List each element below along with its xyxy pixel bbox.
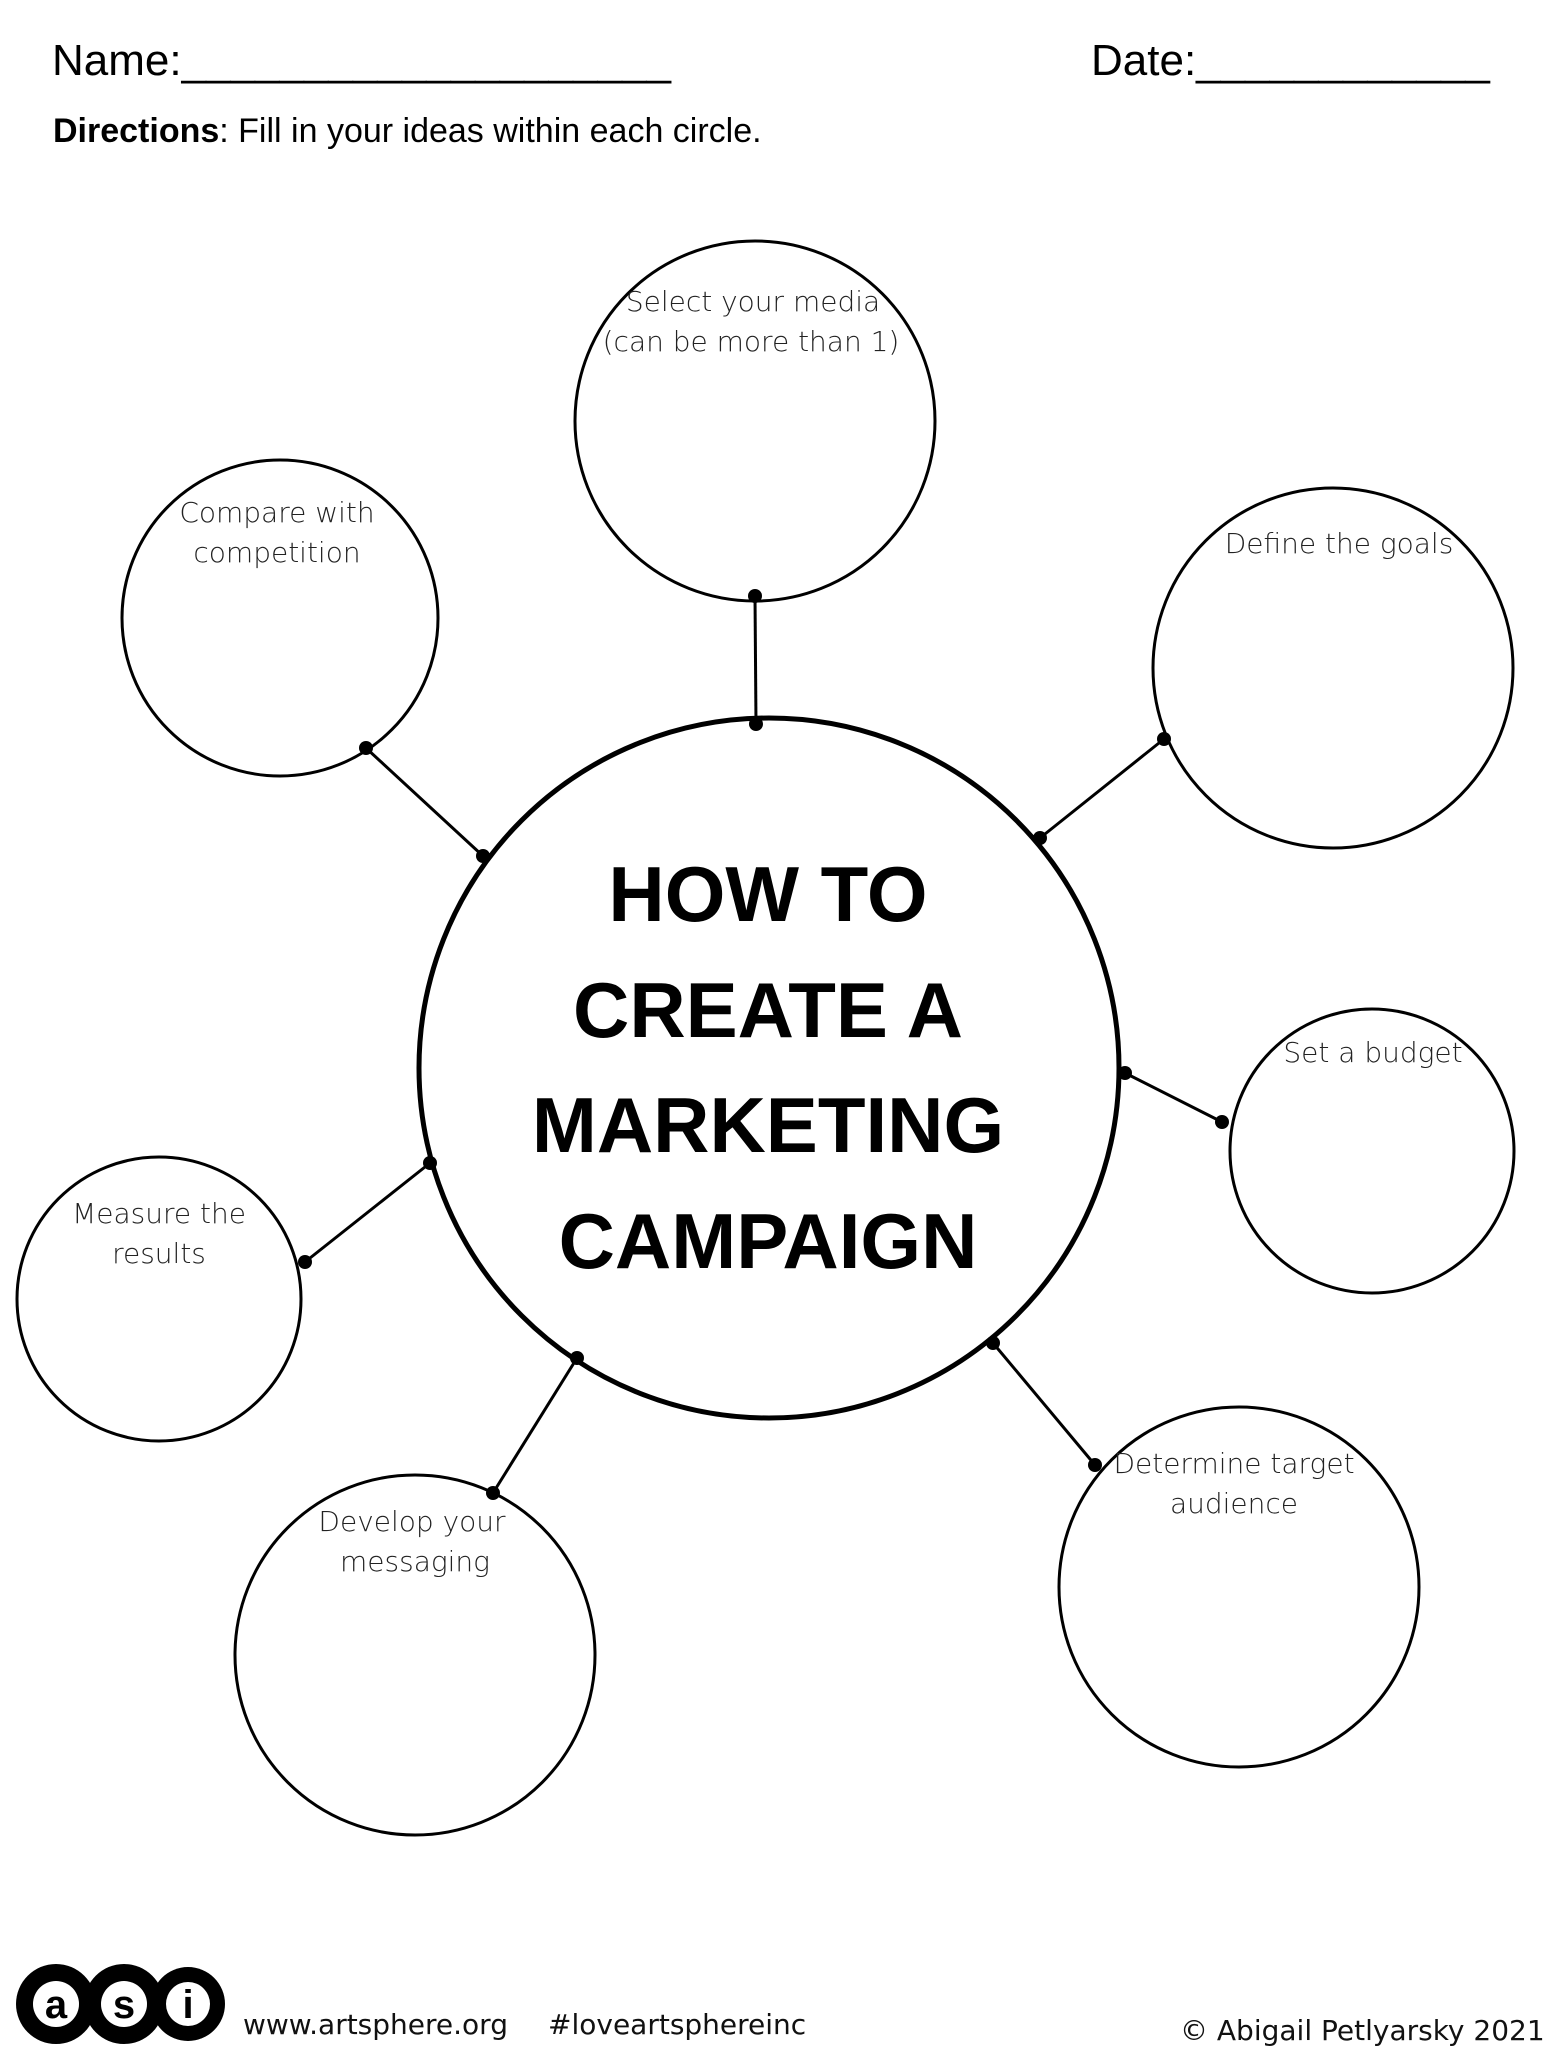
- bubble-label: Determine target: [1113, 1447, 1354, 1480]
- connector-set-budget: [1124, 1071, 1223, 1124]
- bubble-label: results: [112, 1237, 206, 1270]
- dot: [1215, 1115, 1229, 1129]
- directions-label: Directions: [53, 112, 220, 150]
- dot: [298, 1255, 312, 1269]
- center-title-line: CREATE A: [573, 966, 963, 1054]
- bubble-circle[interactable]: [573, 239, 937, 603]
- bubble-measure-results[interactable]: Measure the results: [15, 1155, 303, 1443]
- bubble-label: Compare with: [179, 496, 374, 529]
- connector-develop-messaging: [491, 1357, 579, 1494]
- bubble-label: messaging: [340, 1545, 490, 1578]
- logo-letter: i: [182, 1983, 193, 2027]
- bubble-set-budget[interactable]: Set a budget: [1228, 1007, 1516, 1295]
- bubble-label: Define the goals: [1225, 527, 1454, 560]
- bubble-label: Measure the: [72, 1197, 246, 1230]
- bubble-label: Set a budget: [1283, 1036, 1462, 1069]
- connector-compare-competition: [364, 746, 485, 858]
- footer-hashtag: #loveartsphereinc: [548, 2008, 807, 2041]
- footer-copyright: © Abigail Petlyarsky 2021: [1180, 2014, 1545, 2047]
- bubble-label: audience: [1170, 1487, 1298, 1520]
- footer-website: www.artsphere.org: [243, 2008, 508, 2041]
- bubble-define-goals[interactable]: Define the goals: [1151, 486, 1515, 850]
- dot: [1088, 1458, 1102, 1472]
- directions-text: : Fill in your ideas within each circle.: [219, 112, 762, 150]
- bubble-circle[interactable]: [233, 1473, 597, 1837]
- bubble-compare-competition[interactable]: Compare with competition: [120, 458, 440, 778]
- bubble-circle[interactable]: [120, 458, 440, 778]
- bubble-circle[interactable]: [1151, 486, 1515, 850]
- date-field[interactable]: Date:____________: [1091, 36, 1490, 85]
- bubble-circle[interactable]: [1228, 1007, 1516, 1295]
- connector-select-media: [753, 595, 758, 725]
- center-circle: [416, 715, 1122, 1421]
- connector-define-goals: [1039, 737, 1165, 840]
- directions: Directions: Fill in your ideas within ea…: [53, 112, 762, 151]
- bubble-target-audience[interactable]: Determine target audience: [1057, 1405, 1421, 1769]
- center-title-line: CAMPAIGN: [559, 1197, 978, 1285]
- name-field[interactable]: Name:____________________: [52, 36, 672, 85]
- bubble-circle[interactable]: [1057, 1405, 1421, 1769]
- logo-letter: a: [45, 1983, 68, 2027]
- bubble-label: Develop your: [318, 1505, 506, 1538]
- bubble-label: Select your media: [626, 285, 880, 318]
- center-title-line: HOW TO: [608, 850, 927, 938]
- center-title-line: MARKETING: [532, 1081, 1004, 1169]
- bubble-select-media[interactable]: Select your media (can be more than 1): [573, 239, 937, 603]
- bubble-label: competition: [193, 536, 360, 569]
- bubble-circle[interactable]: [15, 1155, 303, 1443]
- connector-target-audience: [991, 1342, 1097, 1466]
- bubble-label: (can be more than 1): [603, 325, 900, 358]
- dot: [1118, 1066, 1132, 1080]
- logo-letter: s: [113, 1983, 135, 2027]
- asi-logo: a s i: [16, 1964, 225, 2044]
- bubble-develop-messaging[interactable]: Develop your messaging: [233, 1473, 597, 1837]
- connector-measure-results: [304, 1161, 431, 1264]
